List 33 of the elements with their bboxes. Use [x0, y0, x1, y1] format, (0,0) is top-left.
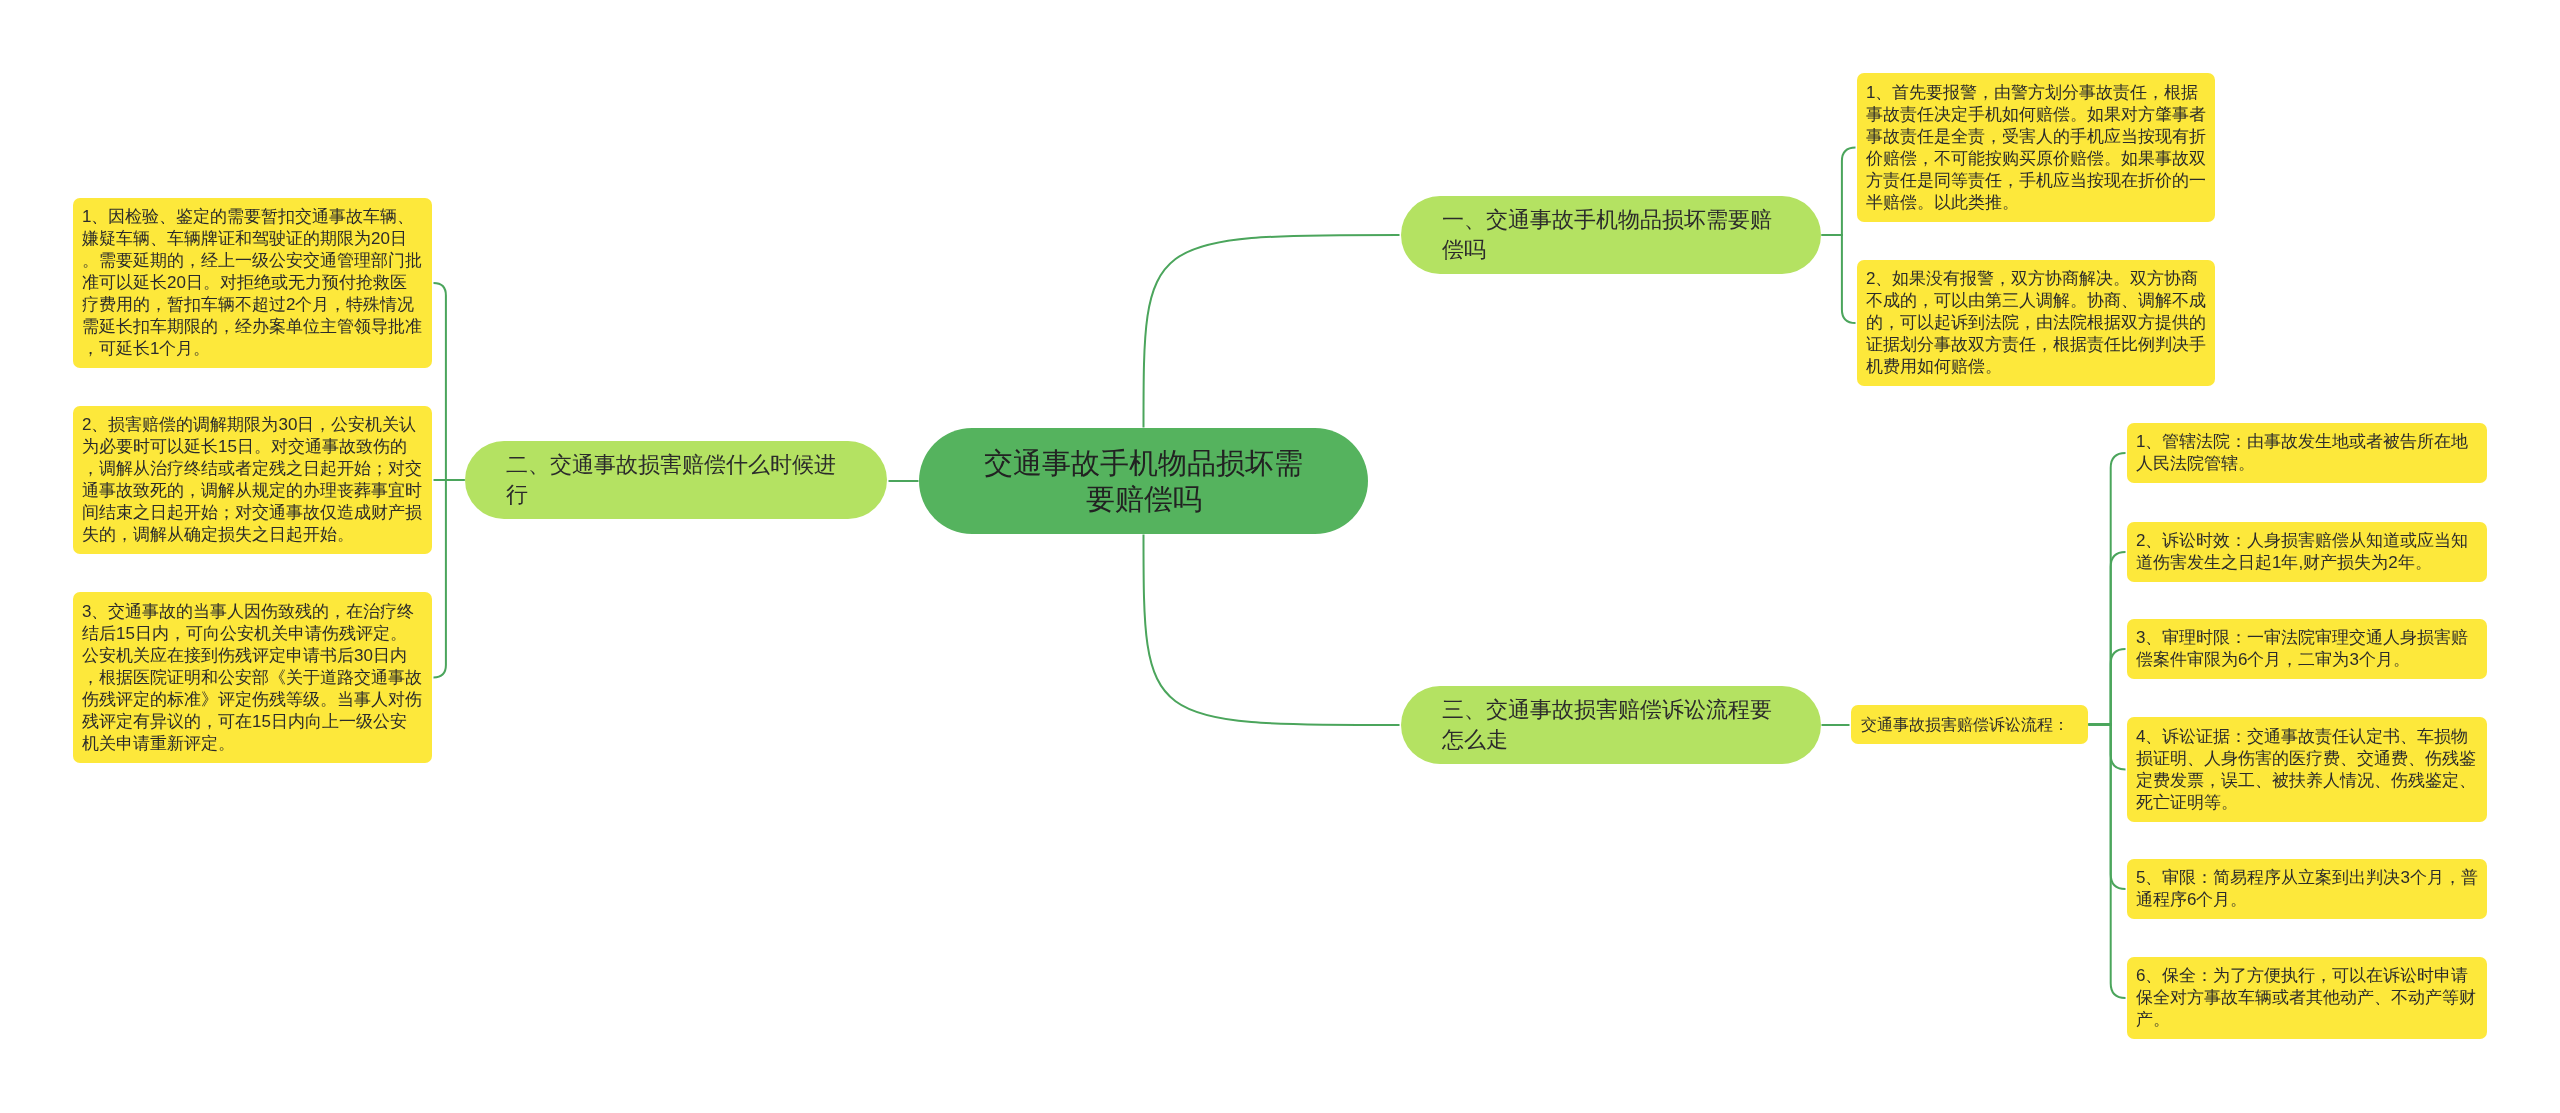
subtopic-text: 交通事故损害赔偿诉讼流程： [1861, 714, 2070, 735]
note-card [2127, 957, 2487, 1039]
connector-line [1142, 234, 1401, 429]
note-card [2127, 522, 2487, 582]
connector-line [1820, 724, 1851, 726]
note-card [73, 406, 432, 554]
note-card [2127, 717, 2487, 822]
note-text: 5、审限：简易程序从立案到出判决3个月，普通程序6个月。 [2136, 867, 2478, 911]
connector-line [1820, 234, 1857, 324]
connector-line [887, 480, 920, 482]
note-card [1857, 260, 2215, 386]
note-text: 6、保全：为了方便执行，可以在诉讼时申请保全对方事故车辆或者其他动产、不动产等财产。 [2136, 965, 2477, 1031]
connector-line [1142, 533, 1401, 726]
note-card [2127, 859, 2487, 919]
note-text: 2、诉讼时效：人身损害赔偿从知道或应当知道伤害发生之日起1年,财产损失为2年。 [2136, 530, 2470, 574]
topic-text: 一、交通事故手机物品损坏需要赔偿吗 [1442, 207, 1773, 264]
note-text: 1、管辖法院：由事故发生地或者被告所在地人民法院管辖。 [2136, 431, 2470, 475]
note-text: 1、因检验、鉴定的需要暂扣交通事故车辆、嫌疑车辆、车辆牌证和驾驶证的期限为20日。需要延期的，经上一级公安交通管理部门批准可以延长20日。对拒绝或无力预付抢救医疗费用的，暂扣车辆不超过2个月，特殊情况需延长扣车期限的，经办案单位主管领导批准，可延长1个月。 [82, 206, 423, 360]
topic-text: 二、交通事故损害赔偿什么时候进行 [506, 452, 837, 509]
note-card [1857, 73, 2215, 222]
note-card [2127, 423, 2487, 483]
connector-line [432, 479, 466, 679]
note-text: 3、审理时限：一审法院审理交通人身损害赔偿案件审限为6个月，二审为3个月。 [2136, 627, 2470, 671]
topic-text: 三、交通事故损害赔偿诉讼流程要怎么走 [1442, 697, 1773, 754]
note-text: 2、损害赔偿的调解期限为30日，公安机关认为必要时可以延长15日。对交通事故致伤的，调解从治疗终结或者定残之日起开始；对交通事故致死的，调解从规定的办理丧葬事宜时间结束之日起开始；对交通事故仅造成财产损失的，调解从确定损失之日起开始。 [82, 414, 423, 546]
note-card [2127, 619, 2487, 679]
note-text: 3、交通事故的当事人因伤致残的，在治疗终结后15日内，可向公安机关申请伤残评定。公安机关应在接到伤残评定申请书后30日内，根据医院证明和公安部《关于道路交通事故伤残评定的标准》评定伤残等级。当事人对伤残评定有异议的，可在15日内向上一级公安机关申请重新评定。 [82, 600, 423, 755]
subtopic-card [1851, 705, 2088, 744]
note-text: 2、如果没有报警，双方协商解决。双方协商不成的，可以由第三人调解。协商、调解不成的，可以起诉到法院，由法院根据双方提供的证据划分事故双方责任，根据责任比例判决手机费用如何赔偿。 [1866, 268, 2206, 378]
topic-text: 交通事故手机物品损坏需要赔偿吗 [983, 446, 1304, 517]
note-text: 4、诉讼证据：交通事故责任认定书、车损物损证明、人身伤害的医疗费、交通费、伤残鉴定费发票，误工、被扶养人情况、伤残鉴定、死亡证明等。 [2136, 725, 2477, 814]
connector-line [2087, 723, 2127, 999]
note-text: 1、首先要报警，由警方划分事故责任，根据事故责任决定手机如何赔偿。如果对方肇事者事故责任是全责，受害人的手机应当按现有折价赔偿，不可能按购买原价赔偿。如果事故双方责任是同等责任，手机应当按现在折价的一半赔偿。以此类推。 [1866, 81, 2206, 214]
